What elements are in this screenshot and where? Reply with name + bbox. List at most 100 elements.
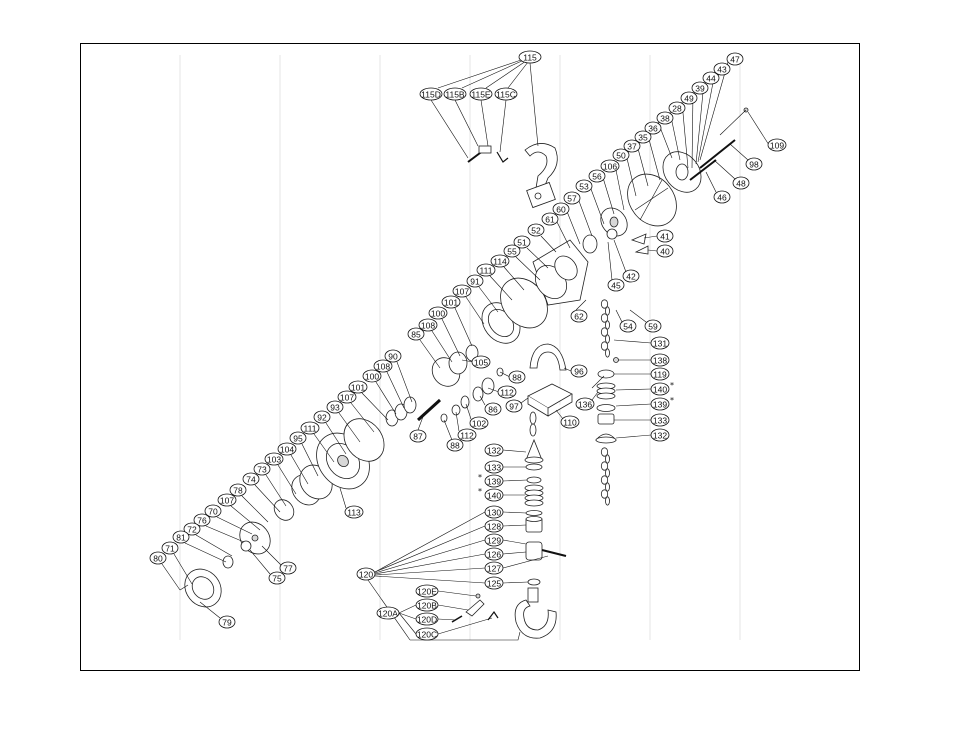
ring-gear-part [481, 277, 548, 344]
callout-bubble [384, 349, 402, 363]
callout-bubble [204, 504, 222, 518]
callout-label: 74 [246, 475, 256, 485]
callout-44: 44 [702, 71, 720, 85]
callout-label: 88 [450, 441, 460, 451]
callout-bubble [650, 353, 670, 367]
callout-47: 47 [726, 52, 744, 66]
callout-label: 95 [293, 434, 303, 444]
callout-label: 57 [567, 194, 577, 204]
callout-bubble [484, 533, 504, 547]
callout-label: 56 [592, 172, 602, 182]
callout-label: 70 [208, 507, 218, 517]
callout-label: 79 [222, 618, 232, 628]
callout-114: 114 [490, 254, 510, 268]
callout-label: 125 [487, 579, 501, 589]
callout-bubble [277, 442, 297, 456]
callout-bubble [409, 429, 427, 443]
callout-bubble [619, 319, 637, 333]
callout-bubble [484, 505, 504, 519]
handle-bail-part [529, 343, 567, 371]
callout-72: 72 [183, 522, 201, 536]
callout-bubble [622, 269, 640, 283]
callout-bubble [326, 400, 344, 414]
bottom-hook-assembly [451, 438, 567, 639]
callout-108: 108 [418, 318, 438, 332]
callout-label: 90 [388, 352, 398, 362]
callout-label: 107 [340, 393, 354, 403]
callout-bubble [428, 306, 448, 320]
callout-label: 133 [487, 463, 501, 473]
callout-label: 76 [197, 516, 207, 526]
callout-110: 110 [560, 415, 580, 429]
callout-label: 75 [272, 574, 282, 584]
callout-bubble [656, 244, 674, 258]
callout-label: 106 [603, 162, 617, 172]
callout-bubble [527, 223, 545, 237]
callout-120: 120 [356, 567, 376, 581]
callout-100: 100 [428, 306, 448, 320]
callout-bubble [508, 370, 526, 384]
callout-bubble [607, 278, 625, 292]
callout-bubble [268, 571, 286, 585]
callout-label: 112 [460, 431, 474, 441]
callout-115: 115 [518, 50, 542, 64]
callout-label: 103 [267, 455, 281, 465]
callout-bubble [242, 472, 260, 486]
chain-link [600, 341, 609, 351]
callout-36: 36 [644, 121, 662, 135]
end-cover-part [179, 568, 222, 608]
callout-label: 139 [653, 400, 667, 410]
callout-119: 119 [650, 367, 670, 381]
spring-part-center [524, 484, 544, 507]
callout-55: 55 [503, 244, 521, 258]
callout-88: 88 [446, 438, 464, 452]
callout-label: 104 [280, 445, 294, 455]
callout-bubble [466, 274, 484, 288]
callout-label: 50 [616, 151, 626, 161]
callout-37: 37 [623, 139, 641, 153]
callout-115b: 115B [443, 87, 467, 101]
callout-label: 46 [717, 193, 727, 203]
callout-label: 128 [487, 522, 501, 532]
callout-label: 102 [472, 419, 486, 429]
callout-bubble [650, 367, 670, 381]
callout-label: 86 [488, 405, 498, 415]
callout-label: 112 [500, 388, 514, 398]
callout-bubble [505, 399, 523, 413]
callout-label: 40 [660, 247, 670, 257]
callout-label: 45 [611, 281, 621, 291]
callout-112: 112 [457, 428, 477, 442]
callout-bubble [484, 547, 504, 561]
callout-bubble [161, 541, 179, 555]
callout-93: 93 [326, 400, 344, 414]
callout-120d: 120D [415, 612, 439, 626]
callout-112: 112 [497, 385, 517, 399]
callout-bubble [563, 191, 581, 205]
callout-bubble [484, 443, 504, 457]
callout-label: 119 [653, 370, 667, 380]
callout-bubble [313, 410, 331, 424]
callout-label: 139 [487, 477, 501, 487]
callout-bubble [415, 612, 439, 626]
callout-label: 73 [257, 465, 267, 475]
side-cover-part [316, 418, 385, 490]
callout-label: 101 [351, 383, 365, 393]
callout-bubble [344, 505, 364, 519]
callout-bubble [362, 369, 382, 383]
callout-label: 97 [509, 402, 519, 412]
callout-bubble [289, 431, 307, 445]
callout-label: 129 [487, 536, 501, 546]
callout-46: 46 [713, 190, 731, 204]
callout-111: 111 [300, 421, 320, 435]
callout-bubble [407, 327, 425, 341]
callout-bubble [443, 87, 467, 101]
callout-label: 49 [684, 94, 694, 104]
callout-96: 96 [570, 364, 588, 378]
callout-label: 115B [445, 90, 465, 100]
chain-link-small-part [529, 411, 537, 437]
callout-61: 61 [541, 212, 559, 226]
callout-140: 140* [478, 487, 504, 502]
callout-label: 60 [556, 205, 566, 215]
callout-label: 127 [487, 564, 501, 574]
